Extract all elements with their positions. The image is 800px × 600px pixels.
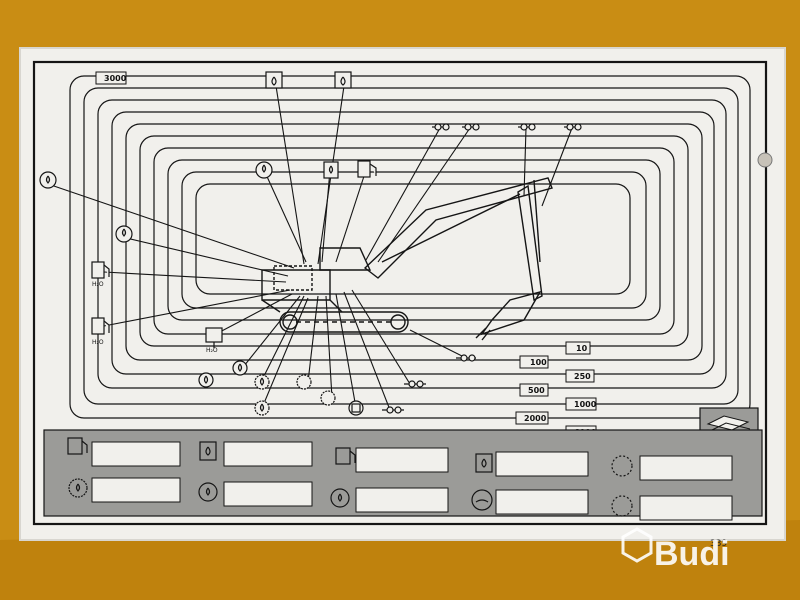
water-label-2: H₂O [92, 339, 104, 346]
water-label: H₂O [92, 281, 104, 288]
fuel-pump-icon [357, 160, 377, 178]
interval-500: 500 [528, 386, 545, 395]
budi-watermark: Budi [621, 527, 730, 573]
arm-cylinder [533, 179, 541, 263]
air-cleaner-icon [39, 171, 57, 189]
hydraulic-oil-tank-icon [199, 441, 217, 461]
interval-1000: 1000 [574, 400, 597, 409]
hydraulic-filter-icon [348, 400, 364, 416]
interval-250: 250 [574, 372, 591, 381]
interval-100: 100 [530, 358, 547, 367]
maintenance-loop-lines [69, 75, 751, 419]
part-code: 339 [710, 539, 727, 549]
travel-gear-icon [320, 390, 336, 406]
grease-fitting-icon [432, 123, 450, 131]
interval-3000: 3000 [104, 74, 127, 83]
drain-icon [205, 327, 223, 348]
grease-fitting-icon [382, 406, 404, 414]
engine-oil-pan-icon [475, 453, 493, 473]
boom-cylinder [381, 193, 521, 263]
sprocket-wheel [390, 314, 406, 330]
grease-fitting-icon [462, 123, 480, 131]
lubrication-points [382, 123, 582, 414]
gearbox-icon [254, 374, 270, 390]
budi-wordmark: Budi [654, 535, 730, 573]
oil-pump-icon [255, 161, 273, 179]
final-drive-icon [254, 400, 270, 416]
coolant-icon [91, 317, 110, 335]
bucket-teeth [475, 327, 491, 341]
oil-drain-icon [330, 488, 350, 508]
excavator-diagram [261, 177, 553, 341]
swing-bearing-icon [232, 360, 248, 376]
grease-fitting-icon [404, 380, 426, 388]
swing-gear-icon [296, 374, 312, 390]
service-leader-lines [47, 85, 573, 411]
idler-wheel [282, 314, 298, 330]
bucket [480, 290, 542, 336]
swing-gear-1-icon [611, 455, 633, 477]
engine-oil-filter-icon [115, 225, 133, 243]
legend-icons [67, 437, 633, 517]
boom [363, 177, 553, 279]
water-separator-icon [471, 489, 493, 511]
coolant-h2o-icon [67, 437, 88, 455]
engine-cover [273, 265, 313, 291]
oil-drop-icon [198, 482, 218, 502]
interval-10: 10 [576, 344, 588, 353]
fuel-tank-icon [265, 71, 283, 89]
track-frame [279, 311, 409, 333]
water-label-3: H₂O [206, 347, 218, 354]
oil-level-icon [323, 161, 339, 179]
interval-2000: 2000 [524, 414, 547, 423]
arm [517, 184, 543, 302]
grease-fitting-icon [564, 123, 582, 131]
budi-logo-icon [621, 527, 653, 563]
hydraulic-tank-icon [334, 71, 352, 89]
fuel-filter-icon [335, 447, 356, 465]
fuel-filter-icon [91, 261, 110, 279]
oil-change-icon [198, 372, 214, 388]
counterweight-line [261, 299, 343, 313]
mounting-screw [757, 152, 773, 168]
service-symbols [39, 71, 377, 416]
cab [319, 247, 372, 271]
legend-items [91, 441, 733, 521]
swing-gear-2-icon [611, 495, 633, 517]
gear-oil-icon [68, 478, 88, 498]
decal-border [32, 60, 768, 526]
grease-fitting-icon [518, 123, 536, 131]
grease-fitting-icon [456, 354, 476, 362]
